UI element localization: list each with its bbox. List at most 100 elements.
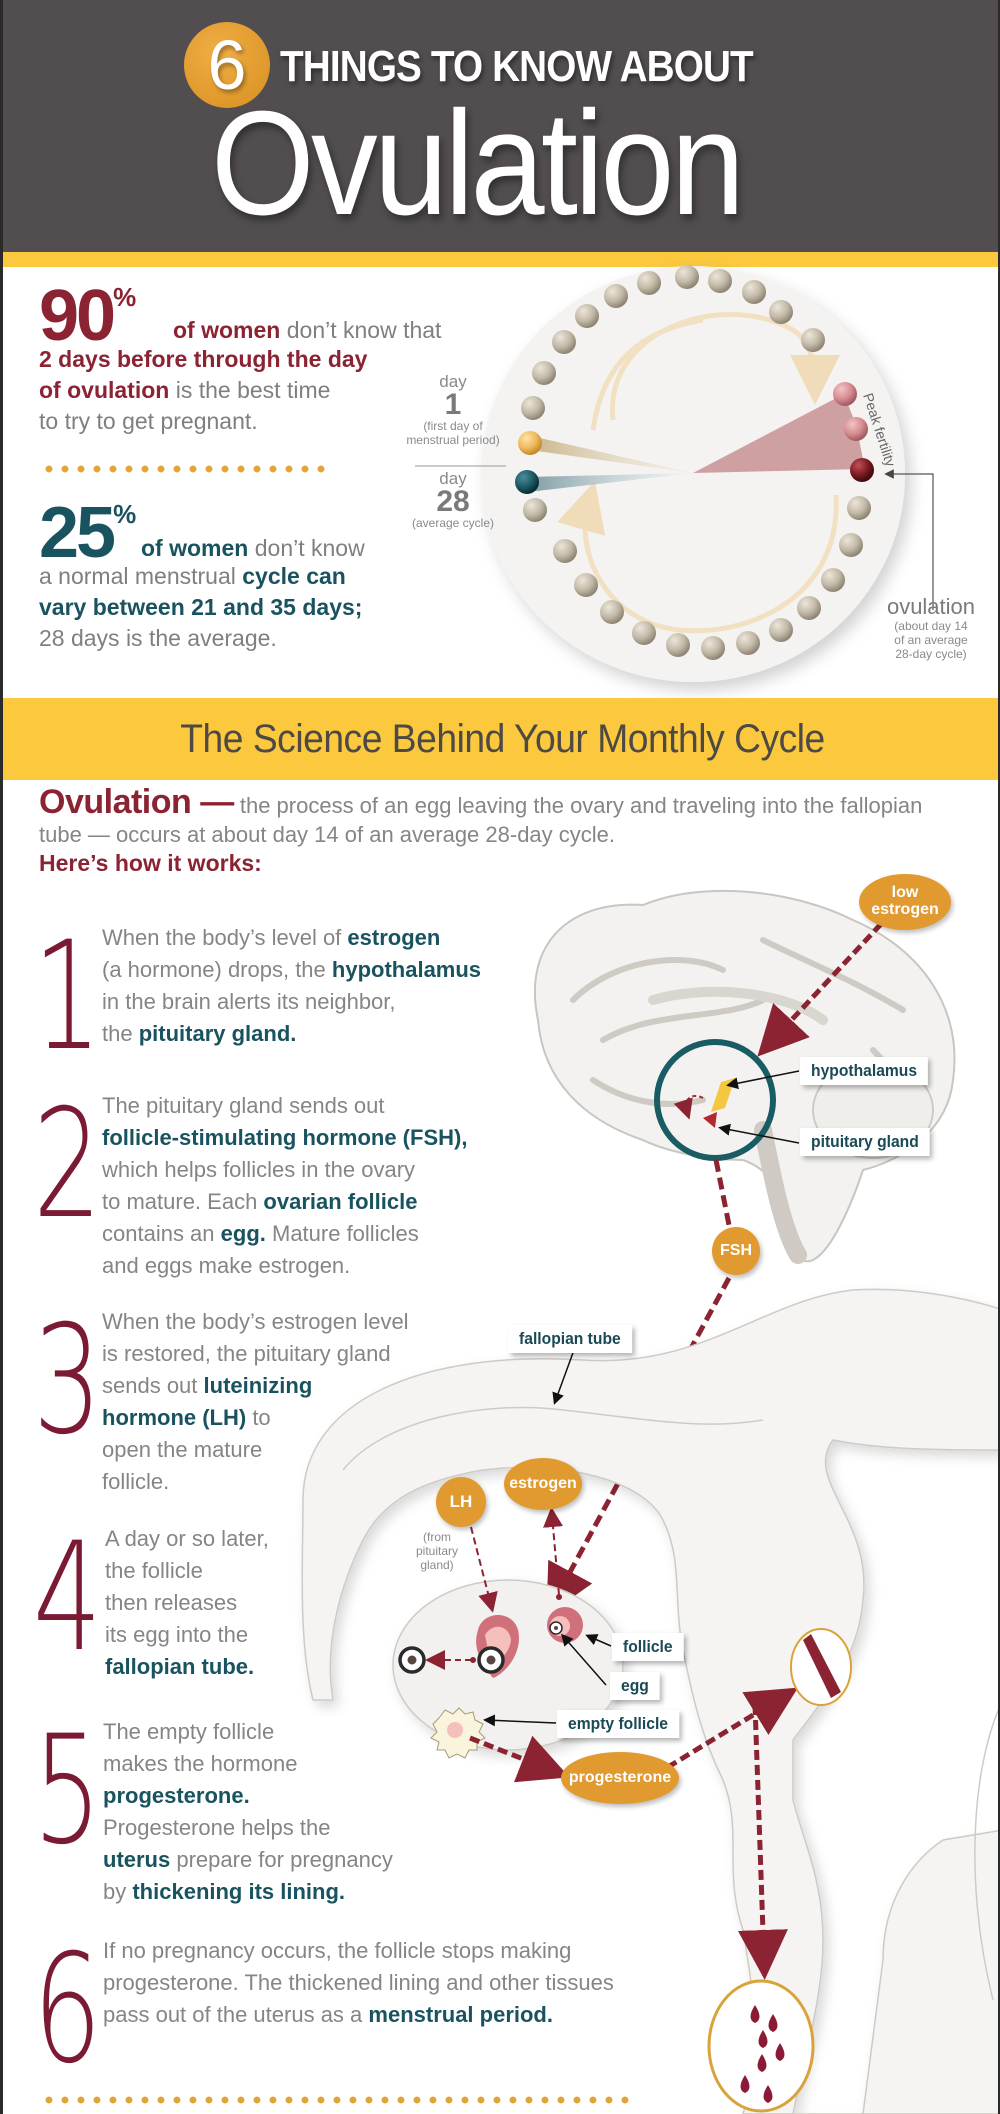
- cycle-wheel: Peak fertility: [415, 265, 934, 682]
- step-phrase: the follicle: [105, 1558, 203, 1583]
- step-phrase: If no pregnancy occurs, the follicle sto…: [103, 1938, 572, 1963]
- lh-pill: LH: [436, 1477, 486, 1527]
- stat-90-percent: 90% of women don’t know that 2 days befo…: [39, 280, 459, 437]
- header: 6 THINGS TO KNOW ABOUT Ovulation: [3, 0, 998, 252]
- stat-text: of ovulation: [39, 377, 170, 403]
- step-keyword: menstrual period.: [368, 2002, 553, 2027]
- step-line: contains an egg. Mature follicles: [102, 1218, 467, 1250]
- stat-text: of women: [173, 317, 281, 343]
- step-phrase: makes the hormone: [103, 1751, 298, 1776]
- ovulation-label: ovulation (about day 14 of an average 28…: [886, 594, 976, 662]
- step-line: uterus prepare for pregnancy: [103, 1844, 393, 1876]
- reproductive-illustration: [301, 1288, 998, 2114]
- step-phrase: open the mature: [102, 1437, 263, 1462]
- step-text: The pituitary gland sends out follicle-st…: [102, 1090, 467, 1282]
- blood-drops: [740, 2005, 785, 2103]
- step-number: 1: [33, 910, 102, 1084]
- step-line: The empty follicle: [103, 1716, 393, 1748]
- pituitary-gland-tag: pituitary gland: [800, 1128, 930, 1156]
- section-band: The Science Behind Your Monthly Cycle: [3, 698, 998, 780]
- step-keyword: thickening its lining.: [132, 1879, 346, 1904]
- step-line: Progesterone helps the: [103, 1812, 393, 1844]
- progesterone-pill: progesterone: [561, 1752, 679, 1804]
- step-number: 3: [33, 1294, 102, 1468]
- day28-number: 28: [436, 485, 470, 518]
- stat-text: don’t know that: [280, 317, 442, 343]
- stat-number: 90: [39, 276, 116, 356]
- stat-percent: %: [113, 282, 137, 312]
- step-number: 2: [33, 1078, 102, 1252]
- step-keyword: hormone (LH): [102, 1405, 247, 1430]
- step-keyword: ovarian follicle: [263, 1189, 418, 1214]
- step-phrase: sends out: [102, 1373, 204, 1398]
- step-line: A day or so later,: [105, 1523, 269, 1555]
- step-line: open the mature: [102, 1434, 409, 1466]
- stat-text: is the best time: [169, 377, 331, 403]
- estrogen-pill: estrogen: [504, 1458, 582, 1510]
- step-phrase: the: [102, 1021, 139, 1046]
- day1-label: day 1 (first day of menstrual period): [393, 373, 513, 448]
- step-phrase: Mature follicles: [265, 1221, 419, 1246]
- step-text: The empty follicle makes the hormone proge…: [103, 1716, 393, 1908]
- step-line: to mature. Each ovarian follicle: [102, 1186, 467, 1218]
- step-line: pass out of the uterus as a menstrual pe…: [103, 1999, 614, 2031]
- step-number: 6: [33, 1923, 102, 2097]
- step-line: follicle-stimulating hormone (FSH),: [102, 1122, 467, 1154]
- step-phrase: contains an: [102, 1221, 221, 1246]
- cycle-beads: [515, 265, 874, 660]
- stat-percent: %: [113, 499, 137, 529]
- dotted-divider-bottom: [41, 2096, 633, 2104]
- step-line: progesterone. The thickened lining and o…: [103, 1967, 614, 1999]
- step-line: by thickening its lining.: [103, 1876, 393, 1908]
- step-line: the pituitary gland.: [102, 1018, 481, 1050]
- step-phrase: and eggs make estrogen.: [102, 1253, 351, 1278]
- stat-text: 28 days is the average.: [39, 625, 277, 651]
- step-line: progesterone.: [103, 1780, 393, 1812]
- step-text: When the body’s level of estrogen(a horm…: [102, 922, 481, 1050]
- stat-text: of women: [141, 535, 249, 561]
- step-phrase: in the brain alerts its neighbor,: [102, 989, 396, 1014]
- step-phrase: to: [246, 1405, 271, 1430]
- stat-text: cycle can: [242, 563, 346, 589]
- step-line: When the body’s estrogen level: [102, 1306, 409, 1338]
- header-stripe: [3, 252, 998, 267]
- lh-note: (from pituitary gland): [415, 1530, 459, 1572]
- step-phrase: progesterone. The thickened lining and o…: [103, 1970, 614, 1995]
- stat-25-percent: 25% of women don’t know a normal menstru…: [39, 497, 459, 654]
- step-line: fallopian tube.: [105, 1651, 269, 1683]
- day1-number: 1: [444, 388, 462, 421]
- intro-lead: Ovulation —: [39, 783, 234, 821]
- step-line: hormone (LH) to: [102, 1402, 409, 1434]
- stat-text: vary between 21 and 35 days;: [39, 594, 363, 620]
- stat-text: to try to get pregnant.: [39, 408, 258, 434]
- stat-text: don’t know: [248, 535, 365, 561]
- step-keyword: egg.: [220, 1221, 266, 1246]
- step-keyword: progesterone.: [103, 1783, 250, 1808]
- step-line: then releases: [105, 1587, 269, 1619]
- intro-how: Here’s how it works:: [39, 850, 262, 876]
- step-line: If no pregnancy occurs, the follicle sto…: [103, 1935, 614, 1967]
- step-phrase: its egg into the: [105, 1622, 249, 1647]
- egg-tag: egg: [610, 1672, 660, 1700]
- step-keyword: estrogen: [347, 925, 441, 950]
- step-phrase: follicle.: [102, 1469, 170, 1494]
- step-line: which helps follicles in the ovary: [102, 1154, 467, 1186]
- follicle-tag: follicle: [612, 1633, 684, 1661]
- step-line: The pituitary gland sends out: [102, 1090, 467, 1122]
- step-line: follicle.: [102, 1466, 409, 1498]
- step-line: its egg into the: [105, 1619, 269, 1651]
- step-phrase: prepare for pregnancy: [170, 1847, 393, 1872]
- step-line: makes the hormone: [103, 1748, 393, 1780]
- intro-text: the process of an egg leaving the ovary …: [39, 793, 923, 847]
- step-phrase: The pituitary gland sends out: [102, 1093, 385, 1118]
- step-phrase: to mature. Each: [102, 1189, 264, 1214]
- step-phrase: by: [103, 1879, 133, 1904]
- step-text: If no pregnancy occurs, the follicle sto…: [103, 1935, 614, 2031]
- stat-text: a normal menstrual: [39, 563, 243, 589]
- empty-follicle-tag: empty follicle: [557, 1710, 680, 1738]
- day28-label: day 28 (average cycle): [398, 470, 508, 531]
- step-phrase: When the body’s estrogen level: [102, 1309, 409, 1334]
- step-number: 4: [33, 1511, 102, 1685]
- step-line: the follicle: [105, 1555, 269, 1587]
- step-phrase: then releases: [105, 1590, 238, 1615]
